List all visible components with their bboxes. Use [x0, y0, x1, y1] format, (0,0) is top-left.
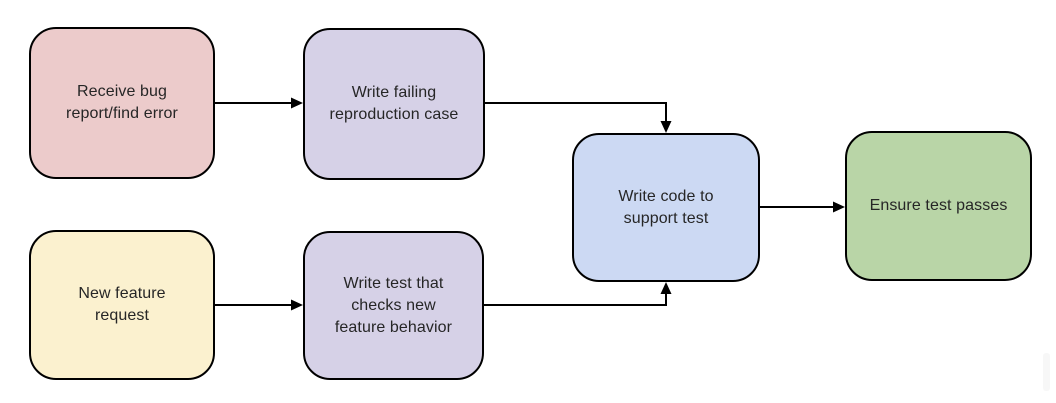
- node-label: Write test that checks new feature behav…: [335, 273, 452, 339]
- node-label: New feature request: [78, 283, 165, 327]
- edge-write-test-to-write-code: [484, 282, 672, 306]
- node-write-code-support-test: Write code to support test: [572, 133, 760, 282]
- node-write-test-new-feature: Write test that checks new feature behav…: [303, 231, 484, 380]
- node-label-line: Write failing: [351, 84, 437, 101]
- node-label-line: report/find error: [66, 105, 178, 122]
- node-label: Write failing reproduction case: [330, 82, 459, 126]
- node-label: Receive bug report/find error: [66, 81, 178, 125]
- node-label-line: Write code to: [618, 187, 714, 205]
- node-ensure-test-passes: Ensure test passes: [845, 131, 1032, 281]
- edge-bug-report-to-repro-case: [215, 97, 303, 109]
- node-label-line: feature behavior: [334, 318, 453, 336]
- edge-write-code-to-ensure-passes: [760, 201, 845, 213]
- edge-repro-case-to-write-code: [485, 102, 672, 133]
- node-label-line: Ensure test passes: [869, 197, 1008, 214]
- node-label: Write code to support test: [618, 186, 713, 230]
- arrowhead-icon: [291, 299, 303, 311]
- node-receive-bug-report: Receive bug report/find error: [29, 27, 215, 179]
- arrowhead-icon: [833, 201, 845, 213]
- arrowhead-icon: [291, 97, 303, 109]
- node-label-line: reproduction case: [329, 106, 459, 123]
- node-label-line: Write test that: [343, 274, 444, 292]
- node-label-line: support test: [623, 209, 709, 227]
- node-label: Ensure test passes: [870, 195, 1008, 217]
- node-new-feature-request: New feature request: [29, 230, 215, 380]
- node-label-line: Receive bug: [76, 83, 168, 100]
- node-label-line: checks new: [351, 296, 436, 314]
- edge-feature-request-to-write-test: [215, 299, 303, 311]
- arrowhead-icon: [660, 121, 672, 133]
- node-label-line: New feature: [78, 285, 166, 302]
- scrollbar-thumb[interactable]: [1043, 353, 1050, 391]
- arrowhead-icon: [660, 282, 672, 294]
- node-label-line: request: [94, 307, 150, 324]
- node-write-failing-repro-case: Write failing reproduction case: [303, 28, 485, 180]
